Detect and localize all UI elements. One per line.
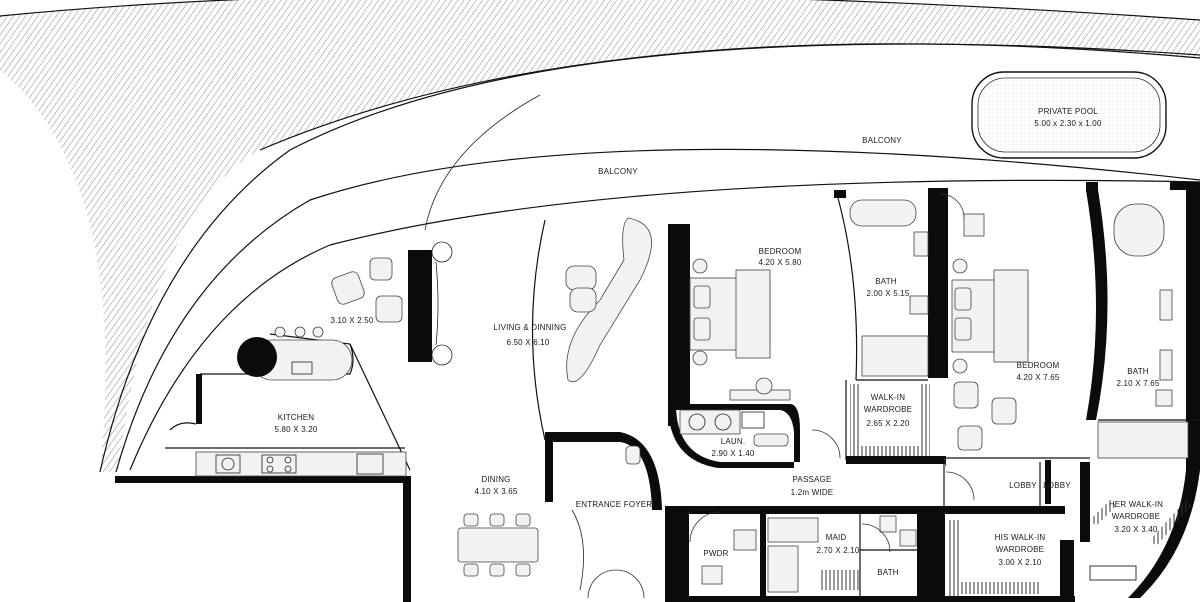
label-terrace-dims: 3.10 X 2.50 bbox=[330, 316, 373, 325]
label-bath-1: BATH 2.00 X 5.15 bbox=[866, 277, 909, 298]
svg-text:4.20 X 7.65: 4.20 X 7.65 bbox=[1016, 373, 1059, 382]
label-entrance: ENTRANCE FOYER bbox=[576, 500, 653, 509]
svg-text:2.00 X 5.15: 2.00 X 5.15 bbox=[866, 289, 909, 298]
partitions bbox=[165, 197, 1200, 596]
label-maid: MAID 2.70 X 2.10 bbox=[816, 533, 859, 555]
label-balcony-left: BALCONY bbox=[598, 167, 638, 176]
walls bbox=[115, 182, 1200, 602]
svg-text:PASSAGE: PASSAGE bbox=[792, 475, 831, 484]
svg-text:DINING: DINING bbox=[481, 475, 510, 484]
label-her-wardrobe: HER WALK-IN WARDROBE 3.20 X 3.40 bbox=[1109, 500, 1163, 534]
svg-text:LIVING & DINNING: LIVING & DINNING bbox=[494, 323, 567, 332]
label-bedroom-1: BEDROOM 4.20 X 5.80 bbox=[758, 247, 801, 267]
svg-text:LAUN.: LAUN. bbox=[721, 437, 746, 446]
label-laundry: LAUN. 2.90 X 1.40 bbox=[711, 437, 754, 458]
label-living: LIVING & DINNING 6.50 X 6.10 bbox=[494, 323, 567, 347]
label-walkin-1: WALK-IN WARDROBE 2.65 X 2.20 bbox=[864, 393, 912, 428]
svg-text:BATH: BATH bbox=[875, 277, 897, 286]
svg-text:KITCHEN: KITCHEN bbox=[278, 413, 315, 422]
svg-text:6.50 X 6.10: 6.50 X 6.10 bbox=[506, 338, 549, 347]
svg-text:2.10 X 7.65: 2.10 X 7.65 bbox=[1116, 379, 1159, 388]
svg-text:2.65 X 2.20: 2.65 X 2.20 bbox=[866, 419, 909, 428]
label-maid-bath: BATH bbox=[877, 568, 899, 577]
svg-text:5.00 x 2.30 x 1.00: 5.00 x 2.30 x 1.00 bbox=[1034, 119, 1102, 128]
svg-text:BEDROOM: BEDROOM bbox=[1017, 361, 1060, 370]
svg-text:WARDROBE: WARDROBE bbox=[864, 405, 912, 414]
svg-text:BEDROOM: BEDROOM bbox=[759, 247, 802, 256]
svg-text:WARDROBE: WARDROBE bbox=[1112, 512, 1160, 521]
svg-text:HIS WALK-IN: HIS WALK-IN bbox=[995, 533, 1046, 542]
svg-text:BATH: BATH bbox=[1127, 367, 1149, 376]
label-lobby-1: LOBBY bbox=[1009, 481, 1037, 490]
balcony-step bbox=[424, 94, 541, 231]
svg-text:5.80 X 3.20: 5.80 X 3.20 bbox=[274, 425, 317, 434]
svg-text:3.00 X 2.10: 3.00 X 2.10 bbox=[998, 558, 1041, 567]
label-bedroom-2: BEDROOM 4.20 X 7.65 bbox=[1016, 361, 1059, 382]
label-powder: PWDR bbox=[703, 549, 728, 558]
facade-line bbox=[129, 179, 1200, 471]
label-lobby-2: LOBBY bbox=[1043, 481, 1071, 490]
balcony-outer-edge bbox=[99, 43, 1200, 473]
label-private-pool: PRIVATE POOL 5.00 x 2.30 x 1.00 bbox=[1034, 107, 1102, 128]
label-bath-2: BATH 2.10 X 7.65 bbox=[1116, 367, 1159, 388]
svg-text:WARDROBE: WARDROBE bbox=[996, 545, 1044, 554]
private-pool bbox=[971, 71, 1167, 159]
svg-text:1.2m WIDE: 1.2m WIDE bbox=[791, 488, 834, 497]
label-kitchen: KITCHEN 5.80 X 3.20 bbox=[274, 413, 317, 434]
svg-text:PRIVATE POOL: PRIVATE POOL bbox=[1038, 107, 1098, 116]
svg-text:MAID: MAID bbox=[826, 533, 847, 542]
svg-text:2.70 X 2.10: 2.70 X 2.10 bbox=[816, 546, 859, 555]
svg-text:HER WALK-IN: HER WALK-IN bbox=[1109, 500, 1163, 509]
balcony-hatch bbox=[0, 0, 1200, 472]
balcony-inner-edge bbox=[115, 148, 1200, 473]
doors bbox=[587, 193, 975, 599]
label-balcony-right: BALCONY bbox=[862, 136, 902, 145]
svg-text:3.20 X 3.40: 3.20 X 3.40 bbox=[1114, 525, 1157, 534]
label-dining: DINING 4.10 X 3.65 bbox=[474, 475, 517, 496]
furniture bbox=[195, 199, 1192, 596]
svg-text:2.90 X 1.40: 2.90 X 1.40 bbox=[711, 449, 754, 458]
svg-text:WALK-IN: WALK-IN bbox=[871, 393, 905, 402]
label-his-wardrobe: HIS WALK-IN WARDROBE 3.00 X 2.10 bbox=[995, 533, 1046, 567]
label-passage: PASSAGE 1.2m WIDE bbox=[791, 475, 834, 497]
svg-text:4.10 X 3.65: 4.10 X 3.65 bbox=[474, 487, 517, 496]
svg-text:4.20 X 5.80: 4.20 X 5.80 bbox=[758, 258, 801, 267]
